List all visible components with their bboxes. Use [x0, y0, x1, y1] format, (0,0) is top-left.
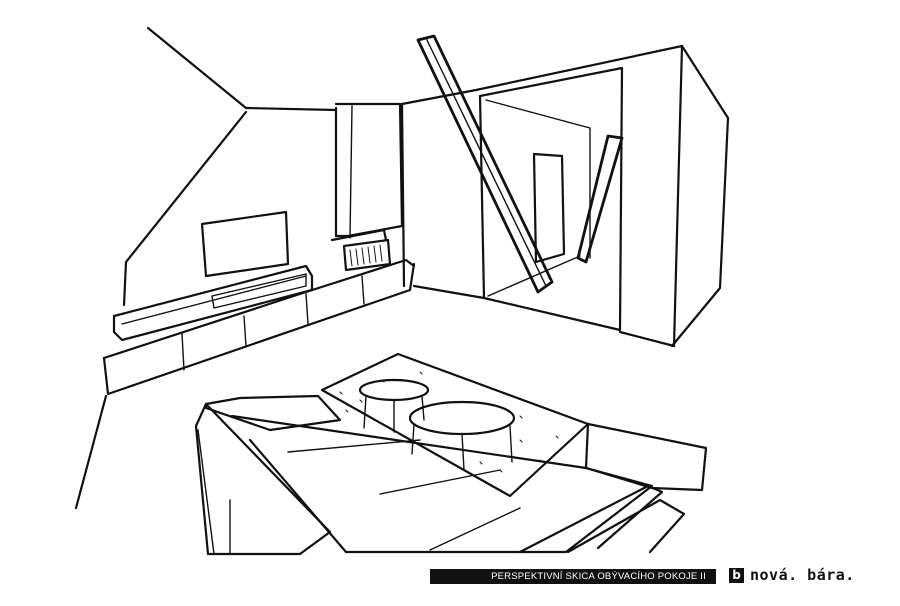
chimney-column: [334, 102, 404, 238]
back-wall-top: [400, 44, 684, 106]
rug: [320, 352, 590, 498]
floor-edge-left: [74, 394, 108, 510]
caption-bar: PERSPEKTIVNÍ SKICA OBÝVACÍHO POKOJE II: [430, 569, 716, 584]
corridor-door: [532, 152, 566, 264]
beam-edge: [425, 37, 547, 287]
back-wall-corner: [400, 102, 406, 288]
right-wall-edge: [672, 44, 684, 348]
sideboard-top: [102, 258, 416, 360]
floor-back-line: [412, 284, 486, 300]
tv-screen: [200, 210, 290, 278]
corridor-floor: [487, 255, 581, 297]
timber-beam: [416, 34, 554, 294]
fireplace-hatching: [349, 244, 383, 267]
sofa-arm-left: [204, 394, 342, 432]
tv-console-shelf: [121, 273, 307, 325]
right-wall-front: [670, 44, 730, 348]
coffee-table-large: [408, 400, 516, 436]
ceiling-line: [244, 106, 338, 112]
rug-stipple: [339, 371, 559, 473]
floor-front-line: [618, 330, 676, 348]
sloped-wall-edge: [122, 110, 248, 307]
chimney-inner-line: [349, 105, 353, 239]
brand-mark-icon: b: [729, 567, 744, 583]
brand-name: nová. bára.: [750, 566, 855, 584]
brand-logo: b nová. bára.: [729, 564, 855, 586]
fireplace-top: [330, 228, 388, 242]
sofa-front-edge: [197, 429, 231, 555]
doorway-frame: [478, 66, 624, 332]
sofa-back: [194, 402, 332, 556]
sideboard-front: [102, 262, 416, 396]
caption-text: PERSPEKTIVNÍ SKICA OBÝVACÍHO POKOJE II: [491, 571, 706, 582]
coffee-table-small: [358, 378, 430, 402]
sofa-seat: [230, 414, 654, 554]
sideboard-divisions: [181, 275, 365, 371]
corridor-beam: [576, 134, 624, 264]
coffee-table-small-legs: [363, 395, 425, 433]
roof-slope-line: [146, 26, 248, 110]
sofa-arm-right: [518, 484, 686, 554]
sofa-chaise: [584, 422, 708, 492]
sofa-cushion-seam: [287, 439, 521, 551]
